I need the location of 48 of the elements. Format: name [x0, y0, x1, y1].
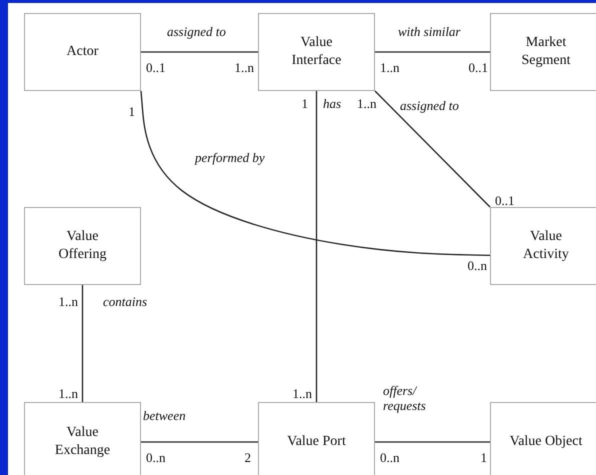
edge-label: assigned to — [400, 98, 459, 113]
multiplicity-label: 0..1 — [495, 193, 514, 208]
class-name: Value Activity — [522, 228, 570, 264]
class-name: Value Interface — [290, 34, 342, 70]
class-box — [24, 402, 141, 475]
connector-line — [374, 90, 490, 208]
class-box — [24, 13, 141, 91]
connector-line — [82, 285, 84, 402]
multiplicity-label: 0..n — [468, 258, 487, 273]
edge-label: contains — [103, 294, 148, 309]
class-name: Market Segment — [520, 34, 572, 70]
connector-line — [316, 91, 318, 402]
edge-label: offers/ requests — [383, 383, 427, 413]
connector-line — [375, 51, 490, 53]
connector-line — [141, 51, 258, 53]
multiplicity-label: 2 — [244, 450, 251, 465]
class-box — [490, 402, 596, 475]
class-name: Value Offering — [58, 228, 108, 264]
multiplicity-label: 1..n — [380, 60, 400, 75]
class-box — [490, 13, 596, 91]
connector-line — [141, 441, 258, 443]
multiplicity-label: 1..n — [357, 96, 376, 111]
edge-label: assigned to — [167, 24, 226, 39]
class-name: Value Exchange — [54, 424, 112, 460]
multiplicity-label: 1..n — [58, 294, 78, 309]
edge-label: with similar — [398, 24, 460, 39]
class-name: Value Port — [287, 433, 346, 451]
class-box — [490, 207, 596, 285]
class-box — [258, 13, 375, 91]
class-name: Actor — [66, 43, 98, 61]
multiplicity-label: 0..n — [146, 450, 166, 465]
connector-line — [375, 441, 490, 443]
multiplicity-label: 0..n — [380, 450, 400, 465]
class-name: Value Object — [510, 433, 582, 451]
multiplicity-label: 1 — [302, 96, 308, 111]
multiplicity-label: 1..n — [58, 386, 78, 401]
multiplicity-label: 1..n — [234, 60, 254, 75]
edge-label: performed by — [195, 150, 265, 165]
multiplicity-label: 0..1 — [146, 60, 166, 75]
multiplicity-label: 0..1 — [468, 60, 488, 75]
multiplicity-label: 1..n — [292, 386, 312, 401]
edge-label: has — [323, 96, 342, 111]
class-box — [24, 207, 141, 285]
multiplicity-label: 1 — [480, 450, 487, 465]
multiplicity-label: 1 — [128, 104, 135, 119]
class-box — [258, 402, 375, 475]
connector-line — [140, 90, 490, 256]
edge-label: between — [143, 408, 186, 423]
